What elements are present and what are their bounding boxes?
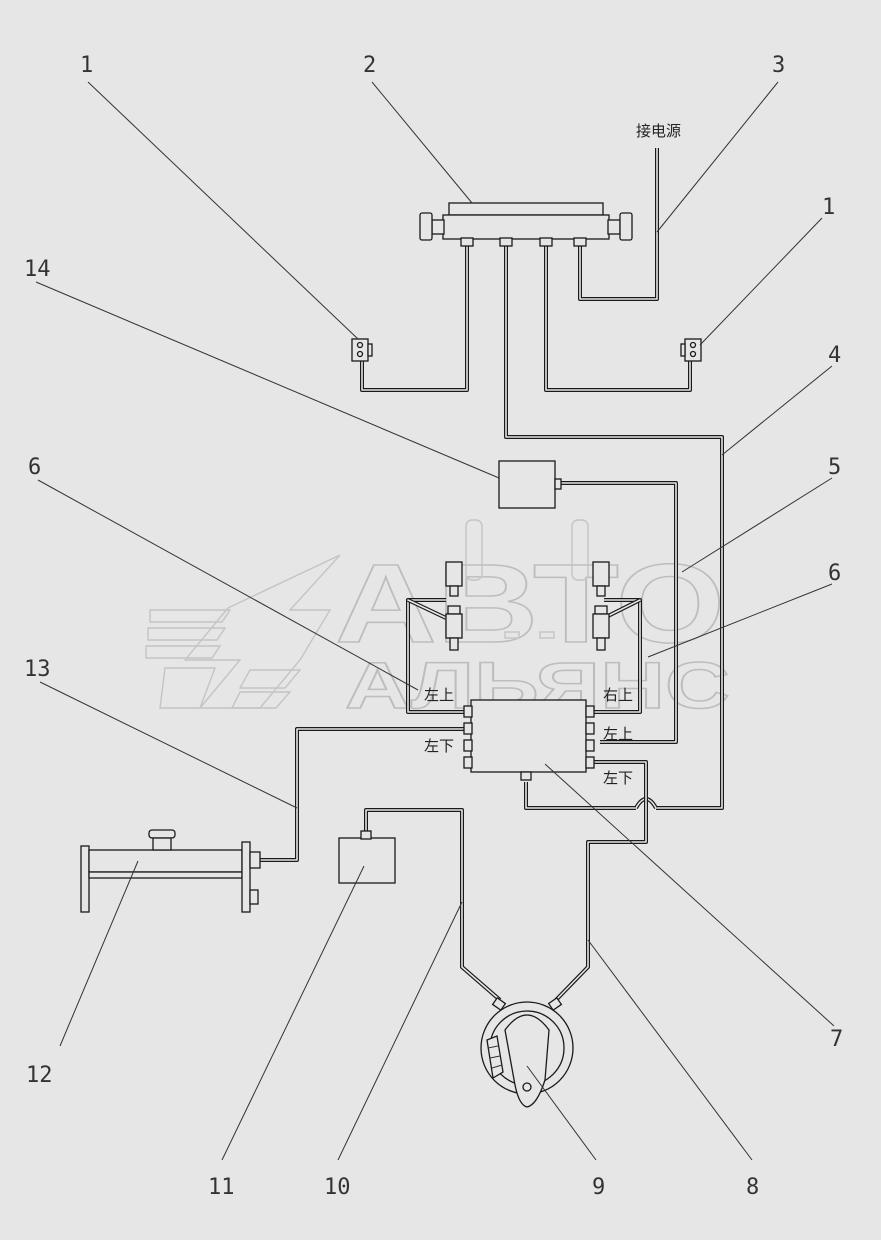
distribution-valve-block (419, 202, 633, 247)
watermark-cylinder-faint (465, 519, 589, 639)
callout-13: 13 (24, 657, 51, 682)
callout-12: 12 (26, 1063, 53, 1088)
throttle-lever-9 (480, 996, 574, 1108)
callout-11: 11 (208, 1175, 235, 1200)
callout-5: 5 (828, 455, 841, 480)
callout-6-right: 6 (828, 561, 841, 586)
leader-lines (35, 81, 835, 1161)
control-box-14 (498, 460, 562, 509)
callout-14: 14 (24, 257, 51, 282)
callout-8: 8 (746, 1175, 759, 1200)
callout-10: 10 (324, 1175, 351, 1200)
box-11 (338, 830, 396, 884)
port-label-left-upper: 左上 (424, 686, 454, 704)
cylinder-12 (80, 829, 261, 913)
callout-numbers: 1 2 3 1 14 4 6 5 6 13 7 12 8 9 10 11 (24, 53, 843, 1200)
port-label-right-upper-1: 右上 (603, 686, 633, 704)
callout-7: 7 (830, 1027, 843, 1052)
port-labels: 接电源 左上 左下 右上 左上 左下 (424, 122, 681, 787)
switch-left (351, 338, 373, 362)
switch-right (680, 338, 702, 362)
cylinder-valves-left (445, 561, 463, 651)
wires (260, 148, 724, 1002)
port-label-left-lower: 左下 (424, 737, 454, 755)
callout-3: 3 (772, 53, 785, 78)
callout-1-right: 1 (822, 195, 835, 220)
port-label-right-upper-2: 左上 (603, 725, 633, 743)
cylinder-valves-right (592, 561, 610, 651)
hydraulic-manifold-7 (463, 699, 595, 781)
watermark-logo (145, 554, 341, 709)
callout-9: 9 (592, 1175, 605, 1200)
callout-4: 4 (828, 343, 841, 368)
callout-6-left: 6 (28, 455, 41, 480)
callout-2: 2 (363, 53, 376, 78)
callout-1-left: 1 (80, 53, 93, 78)
port-label-right-lower: 左下 (603, 769, 633, 787)
watermark-text-line1: АВТО (335, 541, 725, 666)
power-label: 接电源 (636, 122, 681, 140)
